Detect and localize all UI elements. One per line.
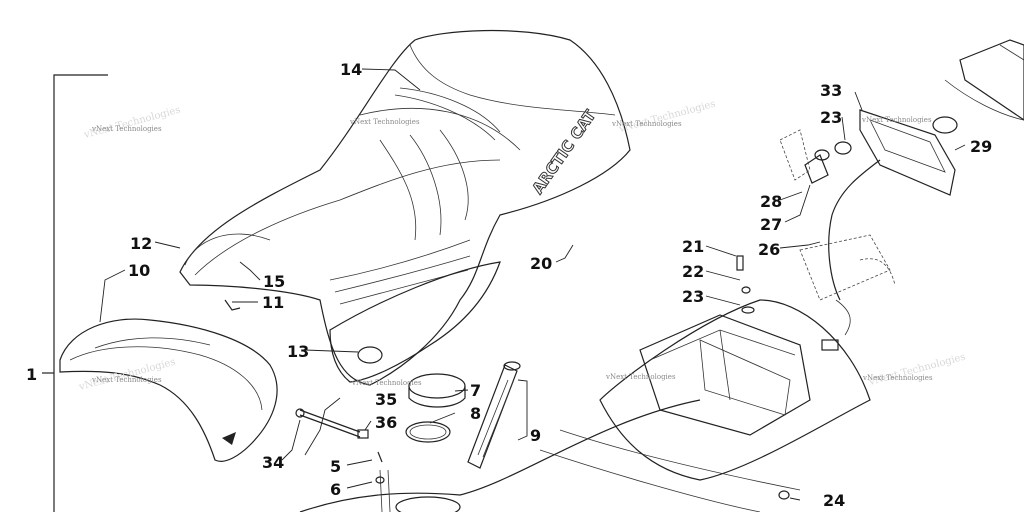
callout-29: 29 [970,137,992,156]
watermark: vNext Technologies [349,118,420,126]
watermark: vNext Technologies [351,379,422,387]
callout-22: 22 [682,262,704,281]
storage-box-drawing [539,299,871,512]
fuel-gauge-drawing [467,361,521,469]
callout-27: 27 [760,215,782,234]
callout-28: 28 [760,192,782,211]
callout-35: 35 [375,390,397,409]
seat-drawing [179,29,631,386]
rear-bumper-drawing [59,318,278,462]
callout-7: 7 [470,381,481,400]
fuel-cap-drawing [405,373,466,443]
taillight-drawing [779,39,1024,351]
leader-lines [99,68,966,501]
watermark: vNext Technologies [91,125,162,133]
hardware-drawing [224,255,790,500]
watermark: vNext Technologies [91,376,162,384]
callout-8: 8 [470,404,481,423]
callout-23: 23 [682,287,704,306]
callout-9: 9 [530,426,541,445]
watermark: vNext Technologies [862,374,933,382]
watermark: vNext Technologies [605,373,676,381]
callout-15: 15 [263,272,285,291]
watermark: vNext Technologies [82,105,182,142]
callout-23: 23 [820,108,842,127]
callout-33: 33 [820,81,842,100]
callout-10: 10 [128,261,150,280]
brand-lettering: ARCTIC CAT [529,106,600,197]
callout-14: 14 [340,60,362,79]
watermark: vNext Technologies [867,352,967,389]
callout-20: 20 [530,254,552,273]
watermark: vNext Technologies [617,99,717,136]
callout-34: 34 [262,453,284,472]
watermark: vNext Technologies [611,120,682,128]
callout-6: 6 [330,480,341,499]
callout-13: 13 [287,342,309,361]
watermarks: vNext Technologies vNext Technologies vN… [77,99,967,394]
callout-12: 12 [130,234,152,253]
watermark: vNext Technologies [77,357,177,394]
callout-36: 36 [375,413,397,432]
callouts: 1 5 6 7 8 9 10 11 12 13 14 15 20 21 22 2… [26,60,992,510]
callout-21: 21 [682,237,704,256]
callout-24: 24 [823,491,845,510]
assembly-bracket [42,74,108,512]
fuel-tank-drawing [299,399,701,512]
callout-26: 26 [758,240,780,259]
callout-11: 11 [262,293,284,312]
callout-1: 1 [26,365,37,384]
watermark: vNext Technologies [861,116,932,124]
callout-5: 5 [330,457,341,476]
